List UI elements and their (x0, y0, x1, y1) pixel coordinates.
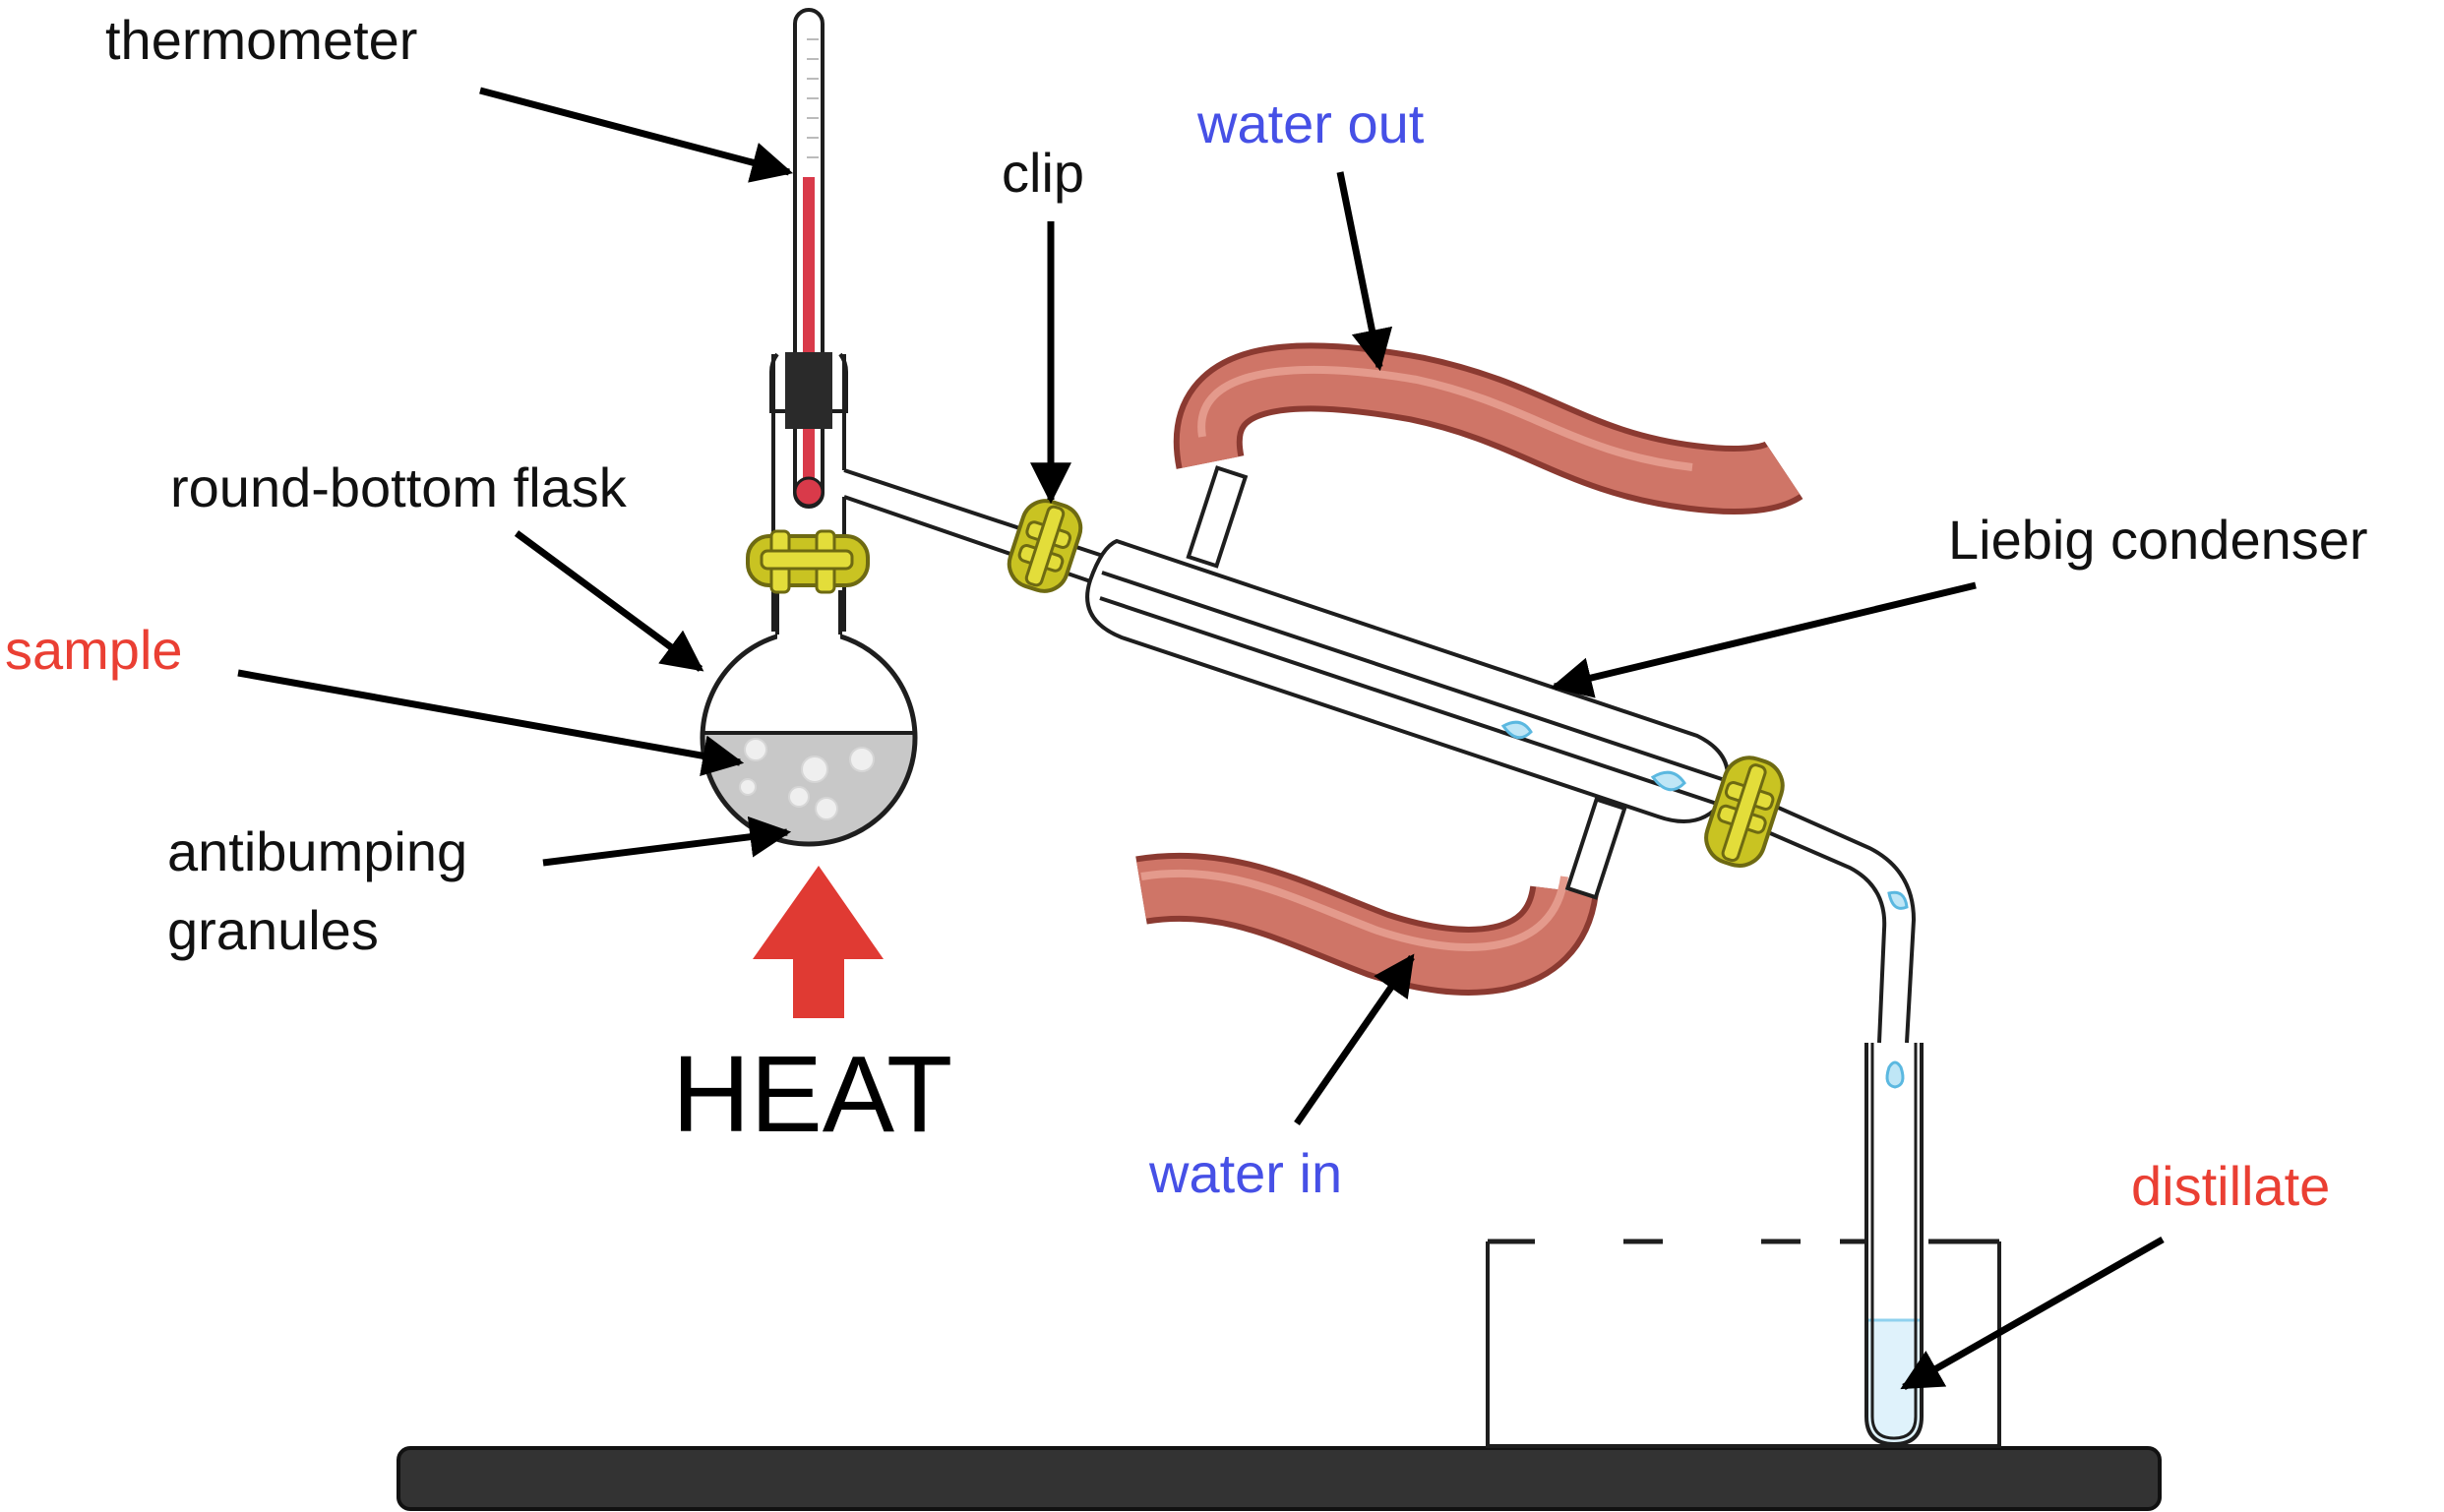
sample-label: sample (5, 619, 183, 681)
flask-clip (746, 529, 870, 594)
water-out-label: water out (1196, 92, 1425, 154)
label-arrows (237, 87, 2165, 1391)
condenser-pointer (1550, 581, 1977, 698)
flask-pointer (514, 530, 704, 672)
condenser-inlet-clip (1007, 499, 1083, 593)
antibumping-granule (815, 797, 838, 820)
liebig-condenser-label: Liebig condenser (1948, 509, 2368, 571)
clip-label: clip (1002, 142, 1084, 204)
antibumping-granule (788, 786, 810, 808)
liebig-condenser (1085, 465, 1731, 900)
antibumping-label-line1: antibumping (167, 820, 467, 882)
water-out-pointer (1336, 171, 1393, 372)
thermometer-label: thermometer (105, 9, 417, 71)
distillate-pointer (1900, 1236, 2165, 1391)
antibumping-granule (849, 747, 875, 772)
receiving-test-tube (1864, 1043, 1924, 1447)
bench (397, 1446, 2162, 1511)
water-in-label: water in (1148, 1142, 1342, 1204)
thermometer-pointer (479, 87, 794, 183)
granules-pointer (542, 816, 792, 867)
water-out-hose (1173, 342, 1803, 514)
distillate-label: distillate (2131, 1155, 2330, 1217)
round-bottom-flask (700, 590, 918, 847)
cooling-beaker (1486, 1239, 2001, 1448)
heat-label: HEAT (672, 1034, 952, 1155)
antibumping-granule (744, 738, 767, 761)
receiver-adapter (1731, 785, 1917, 1089)
antibumping-granule (801, 756, 828, 783)
water-in-hose (1135, 852, 1599, 996)
water-in-pointer (1294, 953, 1415, 1125)
heat-arrow (753, 866, 884, 1018)
antibumping-label-line2: granules (167, 899, 379, 961)
antibumping-granule (739, 778, 757, 796)
round-bottom-flask-label: round-bottom flask (170, 456, 628, 518)
thermometer-stopper (769, 352, 848, 429)
thermometer (793, 8, 825, 509)
sample-pointer (237, 669, 745, 777)
condenser-outlet-clip (1704, 756, 1785, 868)
